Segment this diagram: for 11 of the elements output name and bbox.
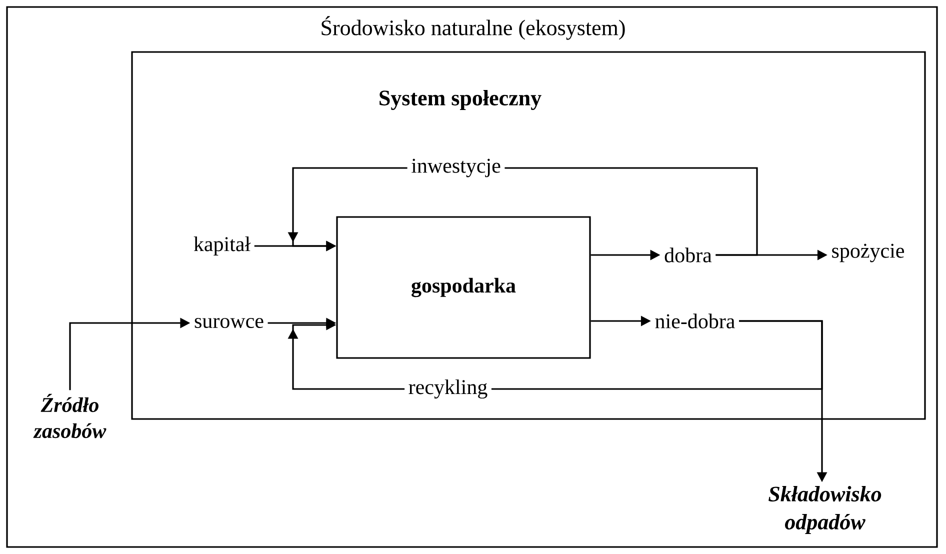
flow-label: spożycie xyxy=(832,244,904,262)
flow-label: surowce xyxy=(194,318,264,328)
flow-label: recykling xyxy=(408,379,488,399)
flow-label: nie-dobra xyxy=(655,314,735,328)
process-box: gospodarka xyxy=(336,216,591,359)
flow-label: dobra xyxy=(664,248,712,262)
source-label: Źródło zasobów xyxy=(33,394,106,438)
flow-label: inwestycje xyxy=(412,158,500,178)
arrow xyxy=(288,320,405,390)
sink-label: Składowisko odpadów xyxy=(768,486,882,534)
flow-label: kapitał xyxy=(194,236,250,256)
